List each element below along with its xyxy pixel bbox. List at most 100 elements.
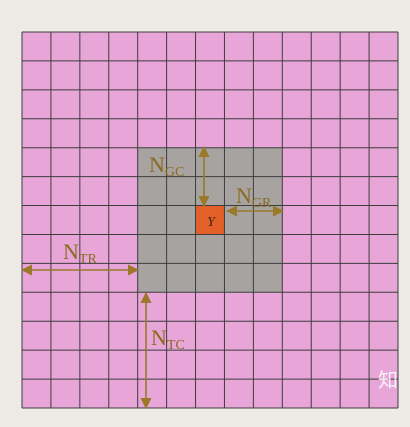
cell-under-test-label: Y xyxy=(207,215,217,230)
training-cell xyxy=(369,205,398,235)
cell-under-test xyxy=(195,205,225,235)
training-cell xyxy=(22,32,51,61)
training-cell xyxy=(108,118,138,148)
training-cell xyxy=(22,321,51,351)
training-cell xyxy=(253,292,283,322)
guard-cell xyxy=(195,147,225,177)
training-cell xyxy=(166,32,196,61)
training-cell xyxy=(253,89,283,119)
training-cell xyxy=(108,60,138,90)
guard-cell xyxy=(166,176,196,206)
training-cell xyxy=(137,292,167,322)
guard-cell xyxy=(137,176,167,206)
training-cell xyxy=(79,321,109,351)
training-cell xyxy=(22,379,51,408)
training-cell xyxy=(108,234,138,264)
training-cell xyxy=(50,205,80,235)
training-cell xyxy=(79,292,109,322)
training-cell xyxy=(137,89,167,119)
training-cell xyxy=(195,292,225,322)
training-cell xyxy=(137,118,167,148)
training-cell xyxy=(22,350,51,380)
training-cell xyxy=(340,292,370,322)
training-cell xyxy=(22,234,51,264)
training-cell xyxy=(282,321,312,351)
training-cell xyxy=(282,350,312,380)
training-cell xyxy=(137,32,167,61)
training-cell xyxy=(108,176,138,206)
training-cell xyxy=(253,321,283,351)
training-cell xyxy=(166,118,196,148)
training-cell xyxy=(369,60,398,90)
training-cell xyxy=(50,176,80,206)
training-cell xyxy=(224,321,254,351)
training-cell xyxy=(79,118,109,148)
training-cell xyxy=(253,60,283,90)
training-cell xyxy=(195,350,225,380)
training-cell xyxy=(311,147,341,177)
training-cell xyxy=(50,321,80,351)
guard-cell xyxy=(253,234,283,264)
grid-lines xyxy=(21,31,399,409)
training-cell xyxy=(282,263,312,293)
guard-cell xyxy=(253,147,283,177)
training-cell xyxy=(108,32,138,61)
training-cell xyxy=(79,234,109,264)
training-cell xyxy=(195,321,225,351)
training-cell xyxy=(369,118,398,148)
training-cell xyxy=(50,234,80,264)
training-cell xyxy=(195,89,225,119)
training-cell xyxy=(369,321,398,351)
training-cell xyxy=(369,350,398,380)
training-cell xyxy=(224,89,254,119)
training-cell xyxy=(22,263,51,293)
training-cell xyxy=(369,263,398,293)
training-cell xyxy=(282,205,312,235)
training-cell xyxy=(340,147,370,177)
training-cell xyxy=(369,176,398,206)
training-cell xyxy=(311,205,341,235)
training-cell xyxy=(340,263,370,293)
training-cell xyxy=(79,176,109,206)
guard-cell xyxy=(224,263,254,293)
training-cell xyxy=(282,176,312,206)
ntc-label: NTC xyxy=(151,325,185,353)
training-cell xyxy=(311,350,341,380)
training-cell xyxy=(166,350,196,380)
guard-cell xyxy=(137,147,167,177)
guard-cell xyxy=(224,205,254,235)
watermark: 知 xyxy=(378,368,399,392)
training-cell xyxy=(195,60,225,90)
training-cell xyxy=(340,234,370,264)
training-cell xyxy=(195,32,225,61)
training-cell xyxy=(79,60,109,90)
training-cell xyxy=(166,89,196,119)
training-cell xyxy=(282,32,312,61)
training-cell xyxy=(22,118,51,148)
training-cell xyxy=(108,147,138,177)
guard-cell xyxy=(224,147,254,177)
guard-cell xyxy=(137,263,167,293)
training-cell xyxy=(108,205,138,235)
training-cell xyxy=(50,379,80,408)
training-cell xyxy=(108,379,138,408)
training-cell xyxy=(369,234,398,264)
training-cell xyxy=(79,32,109,61)
training-cell xyxy=(166,60,196,90)
training-cell xyxy=(108,292,138,322)
training-cell xyxy=(50,118,80,148)
training-cell xyxy=(79,205,109,235)
guard-cell xyxy=(137,234,167,264)
guard-cell xyxy=(195,234,225,264)
training-cell xyxy=(22,147,51,177)
training-cell xyxy=(50,292,80,322)
training-cell xyxy=(282,118,312,148)
training-cell xyxy=(195,379,225,408)
training-cell xyxy=(224,350,254,380)
training-cell xyxy=(340,205,370,235)
training-cell xyxy=(224,292,254,322)
training-cell xyxy=(22,176,51,206)
training-cell xyxy=(166,321,196,351)
training-cell xyxy=(79,350,109,380)
